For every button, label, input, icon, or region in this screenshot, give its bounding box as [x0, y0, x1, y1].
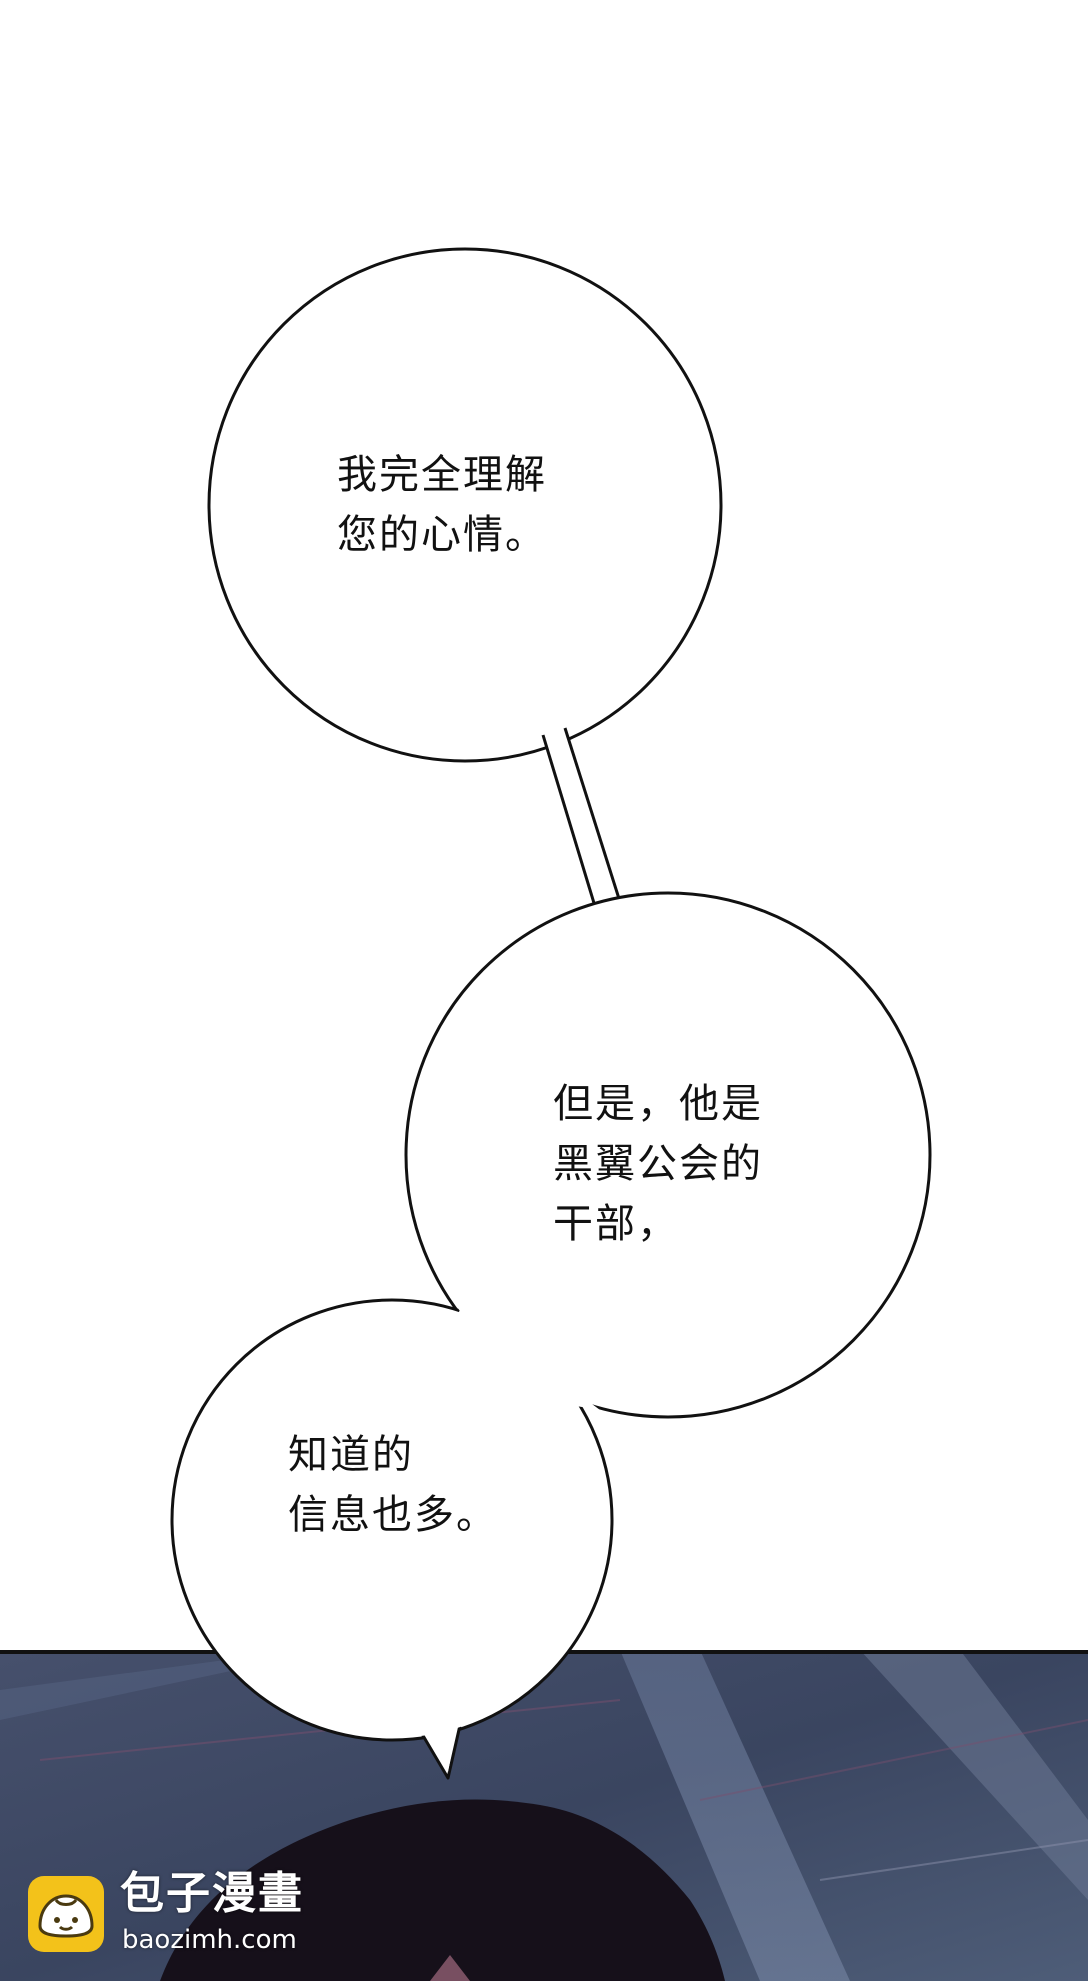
- bubble-3-line-1: 知道的: [288, 1432, 414, 1478]
- bubble-1-text: 我完全理解 您的心情。: [337, 445, 547, 565]
- watermark[interactable]: 包子漫畫 baozimh.com: [26, 1868, 326, 1964]
- bubble-2-line-3: 干部，: [553, 1201, 679, 1247]
- watermark-name: 包子漫畫: [120, 1868, 304, 1919]
- bubble-1-line-2: 您的心情。: [337, 512, 547, 558]
- watermark-url: baozimh.com: [122, 1925, 297, 1955]
- bun-mascot-icon: [28, 1876, 104, 1952]
- bubble-2-line-1: 但是，他是: [553, 1081, 763, 1127]
- bubble-3-text: 知道的 信息也多。: [288, 1425, 498, 1545]
- bubble-2-line-2: 黑翼公会的: [553, 1141, 763, 1187]
- bubble-2-text: 但是，他是 黑翼公会的 干部，: [553, 1074, 763, 1254]
- lower-panel-background: [0, 1650, 1088, 1981]
- bubble-1-line-1: 我完全理解: [337, 452, 547, 498]
- speech-bubble-1: [207, 247, 723, 914]
- speech-bubble-2: [170, 891, 932, 1780]
- bubble-3-line-2: 信息也多。: [288, 1492, 498, 1538]
- character-hair: [160, 1799, 725, 1981]
